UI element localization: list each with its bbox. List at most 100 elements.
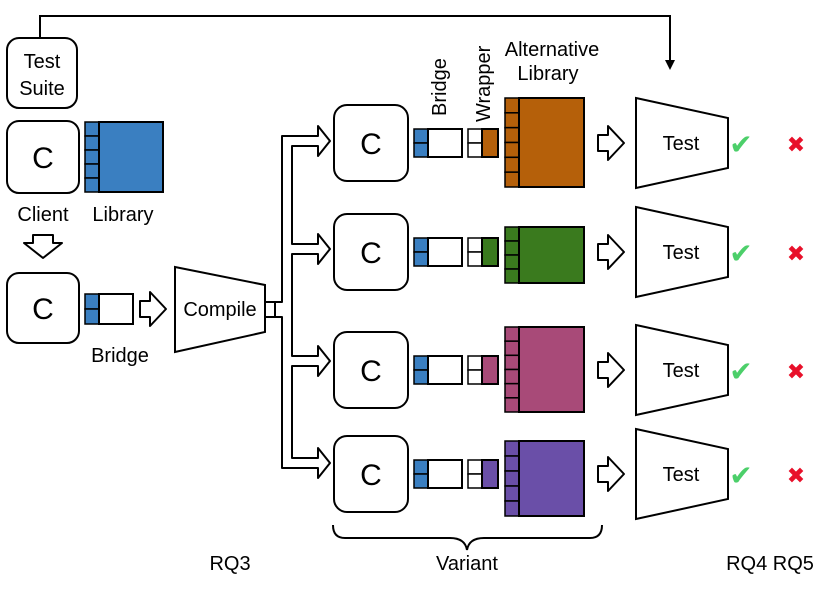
- variant-test-box: [635, 205, 729, 299]
- variant-wrapper-tab: [467, 237, 483, 253]
- header-library-label: Library: [517, 63, 578, 85]
- variant-alternative-library: [518, 226, 585, 284]
- variant-brace: [332, 524, 603, 551]
- variant-bridge-body: [427, 459, 463, 489]
- variant-bridge-tab: [413, 369, 429, 385]
- variant-bridge-tab: [413, 237, 429, 253]
- variant-to-test-arrow: [597, 234, 625, 270]
- variant-label: Variant: [436, 553, 498, 575]
- check-icon: ✔: [729, 460, 752, 491]
- variant-bridge-body: [427, 128, 463, 158]
- variant-client-box: [333, 104, 409, 182]
- client-label: Client: [17, 204, 69, 226]
- variant-bridge-tab: [413, 142, 429, 158]
- variant-alternative-library: [518, 440, 585, 517]
- variant-library-tab: [504, 326, 520, 342]
- variant-wrapper-tab: [467, 128, 483, 144]
- variant-row-4: C Test ✔ ✖: [333, 427, 805, 521]
- variant-client-letter: C: [360, 237, 382, 270]
- variant-library-tab: [504, 485, 520, 502]
- variant-to-test-arrow: [597, 352, 625, 388]
- variant-library-tab: [504, 141, 520, 159]
- variant-library-tab: [504, 470, 520, 487]
- test-suite-label-line2: Suite: [19, 78, 65, 100]
- variant-library-tab: [504, 97, 520, 114]
- variant-client-box: [333, 435, 409, 513]
- variant-client-letter: C: [360, 355, 382, 388]
- variant-wrapper-body: [481, 128, 499, 158]
- variant-client-letter: C: [360, 459, 382, 492]
- branch-arrows: [266, 125, 331, 479]
- variant-library-tab: [504, 440, 520, 457]
- variant-client-box: [333, 213, 409, 291]
- header-alternative-label: Alternative: [505, 39, 600, 61]
- variant-bridge-body: [427, 237, 463, 267]
- variant-bridge-tab: [413, 473, 429, 489]
- variant-to-test-arrow: [597, 456, 625, 492]
- variant-library-tab: [504, 455, 520, 472]
- variant-library-tab: [504, 354, 520, 371]
- test-suite-label-line1: Test: [24, 51, 61, 73]
- cross-icon: ✖: [787, 132, 805, 157]
- variant-test-label: Test: [663, 133, 700, 155]
- variant-library-tab: [504, 240, 520, 256]
- header-bridge-label: Bridge: [429, 58, 451, 116]
- variant-client-letter: C: [360, 128, 382, 161]
- test-suite-feedback-line: [39, 15, 675, 70]
- cross-icon: ✖: [787, 241, 805, 266]
- client-with-bridge-letter: C: [32, 293, 54, 326]
- variant-wrapper-tab: [467, 142, 483, 158]
- variant-library-tab: [504, 156, 520, 173]
- variant-library-tab: [504, 268, 520, 284]
- variant-test-box: [635, 323, 729, 417]
- client-bridge-block: [84, 293, 134, 325]
- variant-library-tab: [504, 126, 520, 144]
- variant-bridge-tab: [413, 459, 429, 475]
- variant-wrapper-tab: [467, 473, 483, 489]
- variant-row-2: C Test ✔ ✖: [333, 205, 805, 299]
- compile-box: Compile: [174, 265, 266, 354]
- variant-wrapper-body: [481, 355, 499, 385]
- variant-wrapper-tab: [467, 369, 483, 385]
- variant-test-label: Test: [663, 242, 700, 264]
- variant-test-box: [635, 427, 729, 521]
- variant-library-tab: [504, 171, 520, 188]
- variant-client-box: [333, 331, 409, 409]
- variant-to-test-arrow: [597, 125, 625, 161]
- variant-alternative-library: [518, 326, 585, 413]
- cross-icon: ✖: [787, 463, 805, 488]
- client-box: C: [6, 120, 80, 194]
- original-library-block: [84, 121, 164, 193]
- variant-wrapper-body: [481, 237, 499, 267]
- test-suite-box: Test Suite: [6, 37, 78, 109]
- library-label: Library: [92, 204, 153, 226]
- variant-wrapper-tab: [467, 459, 483, 475]
- variant-library-tab: [504, 226, 520, 242]
- variant-test-label: Test: [663, 464, 700, 486]
- header-wrapper-label: Wrapper: [473, 45, 495, 122]
- variant-library-tab: [504, 112, 520, 129]
- variant-library-tab: [504, 368, 520, 385]
- to-compile-arrow: [139, 291, 167, 327]
- variant-wrapper-body: [481, 459, 499, 489]
- variant-test-label: Test: [663, 360, 700, 382]
- variant-library-tab: [504, 382, 520, 399]
- variant-library-tab: [504, 500, 520, 517]
- compile-label: Compile: [183, 299, 256, 321]
- variant-bridge-body: [427, 355, 463, 385]
- variant-library-tab: [504, 340, 520, 357]
- check-icon: ✔: [729, 356, 752, 387]
- variant-library-tab: [504, 397, 520, 413]
- client-box-letter: C: [32, 142, 54, 175]
- variant-wrapper-tab: [467, 355, 483, 371]
- rq4-rq5-label: RQ4 RQ5: [726, 553, 814, 575]
- rq3-label: RQ3: [209, 553, 250, 575]
- variant-test-box: [635, 96, 729, 190]
- variant-library-tab: [504, 254, 520, 270]
- variant-wrapper-tab: [467, 251, 483, 267]
- check-icon: ✔: [729, 238, 752, 269]
